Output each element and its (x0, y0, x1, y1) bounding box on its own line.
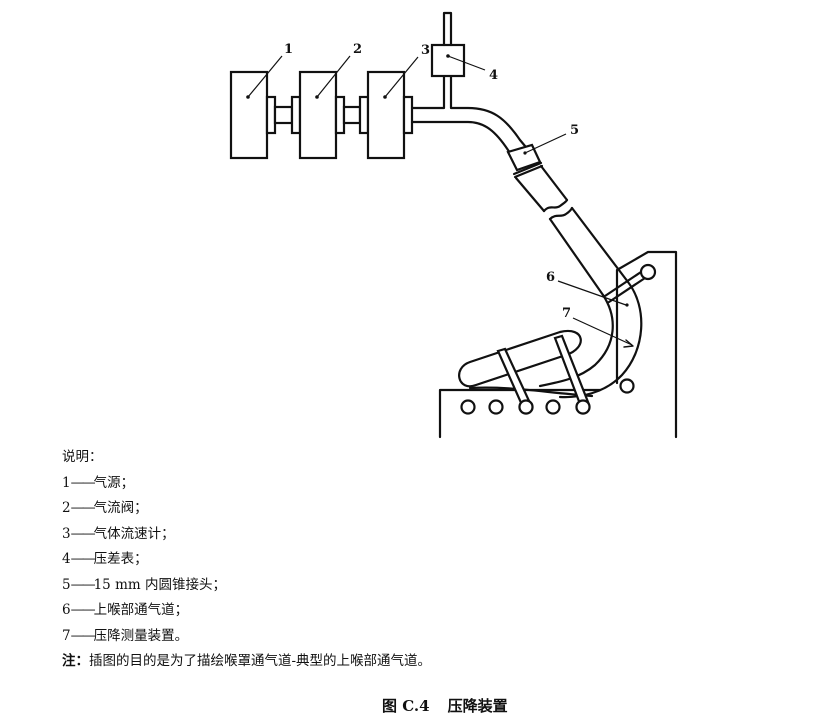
legend-heading: 说明： (62, 449, 103, 465)
pressure-drop-fixture (438, 250, 678, 439)
legend-item-text: 气流阀； (93, 500, 148, 516)
connector-1-2 (265, 95, 302, 135)
callout-3: 3 (421, 43, 430, 58)
legend-item-number: 7 (62, 627, 71, 644)
gas-flow-meter (366, 70, 414, 160)
legend: 说明： 1——气源； 2——气流阀； 3——气体流速计； 4——压差表； 5——… (62, 445, 431, 675)
leader-lines (247, 55, 634, 348)
callout-6: 6 (546, 270, 555, 285)
upper-airway-tube (458, 164, 643, 399)
legend-item-number: 5 (62, 576, 71, 593)
legend-item-number: 4 (62, 551, 71, 567)
legend-item: 6——上喉部通气道； (62, 598, 431, 624)
legend-separator: —— (70, 500, 96, 516)
callout-4: 4 (489, 68, 498, 83)
legend-separator: —— (70, 525, 96, 542)
callout-5: 5 (570, 123, 579, 138)
differential-pressure-gauge (430, 11, 466, 78)
legend-separator: —— (70, 576, 96, 593)
legend-item: 2——气流阀； (62, 496, 431, 522)
legend-item-number: 6 (62, 602, 71, 618)
legend-separator: —— (70, 474, 96, 491)
legend-item-text: 气源； (93, 474, 135, 491)
legend-item: 4——压差表； (62, 547, 431, 573)
callout-2: 2 (353, 42, 362, 57)
legend-item-text: 压降测量装置。 (93, 627, 189, 644)
legend-item-text: 气体流速计； (93, 525, 175, 542)
legend-separator: —— (70, 602, 96, 618)
gas-flow-valve (298, 70, 338, 160)
legend-item-number: 1 (62, 474, 71, 491)
figure-number: 图 C.4 (382, 697, 430, 715)
note-text: 插图的目的是为了描绘喉罩通气道-典型的上喉部通气道。 (89, 653, 432, 669)
legend-item-number: 2 (62, 500, 71, 516)
legend-item: 1——气源； (62, 471, 431, 497)
note-label: 注： (62, 653, 89, 669)
pressure-drop-apparatus-diagram: 1 2 3 4 5 6 7 (229, 11, 678, 439)
figure-title: 压降装置 (447, 697, 508, 715)
legend-item-text: 上喉部通气道； (93, 602, 189, 618)
connector-2-3 (334, 95, 370, 135)
legend-item-text: 15 mm 内圆锥接头； (93, 576, 226, 593)
legend-item: 5——15 mm 内圆锥接头； (62, 573, 431, 599)
legend-item: 3——气体流速计； (62, 522, 431, 548)
figure-caption: 图 C.4 压降装置 (382, 695, 508, 716)
legend-item-text: 压差表； (93, 551, 148, 567)
gas-source (229, 70, 269, 160)
cone-connector (506, 143, 544, 179)
legend-separator: —— (70, 627, 96, 644)
callout-1: 1 (284, 42, 293, 57)
legend-item: 7——压降测量装置。 (62, 624, 431, 650)
legend-item-number: 3 (62, 525, 71, 542)
legend-note: 注：插图的目的是为了描绘喉罩通气道-典型的上喉部通气道。 (62, 649, 431, 675)
legend-separator: —— (70, 551, 96, 567)
callout-7: 7 (562, 306, 571, 321)
supply-tube (410, 74, 532, 162)
